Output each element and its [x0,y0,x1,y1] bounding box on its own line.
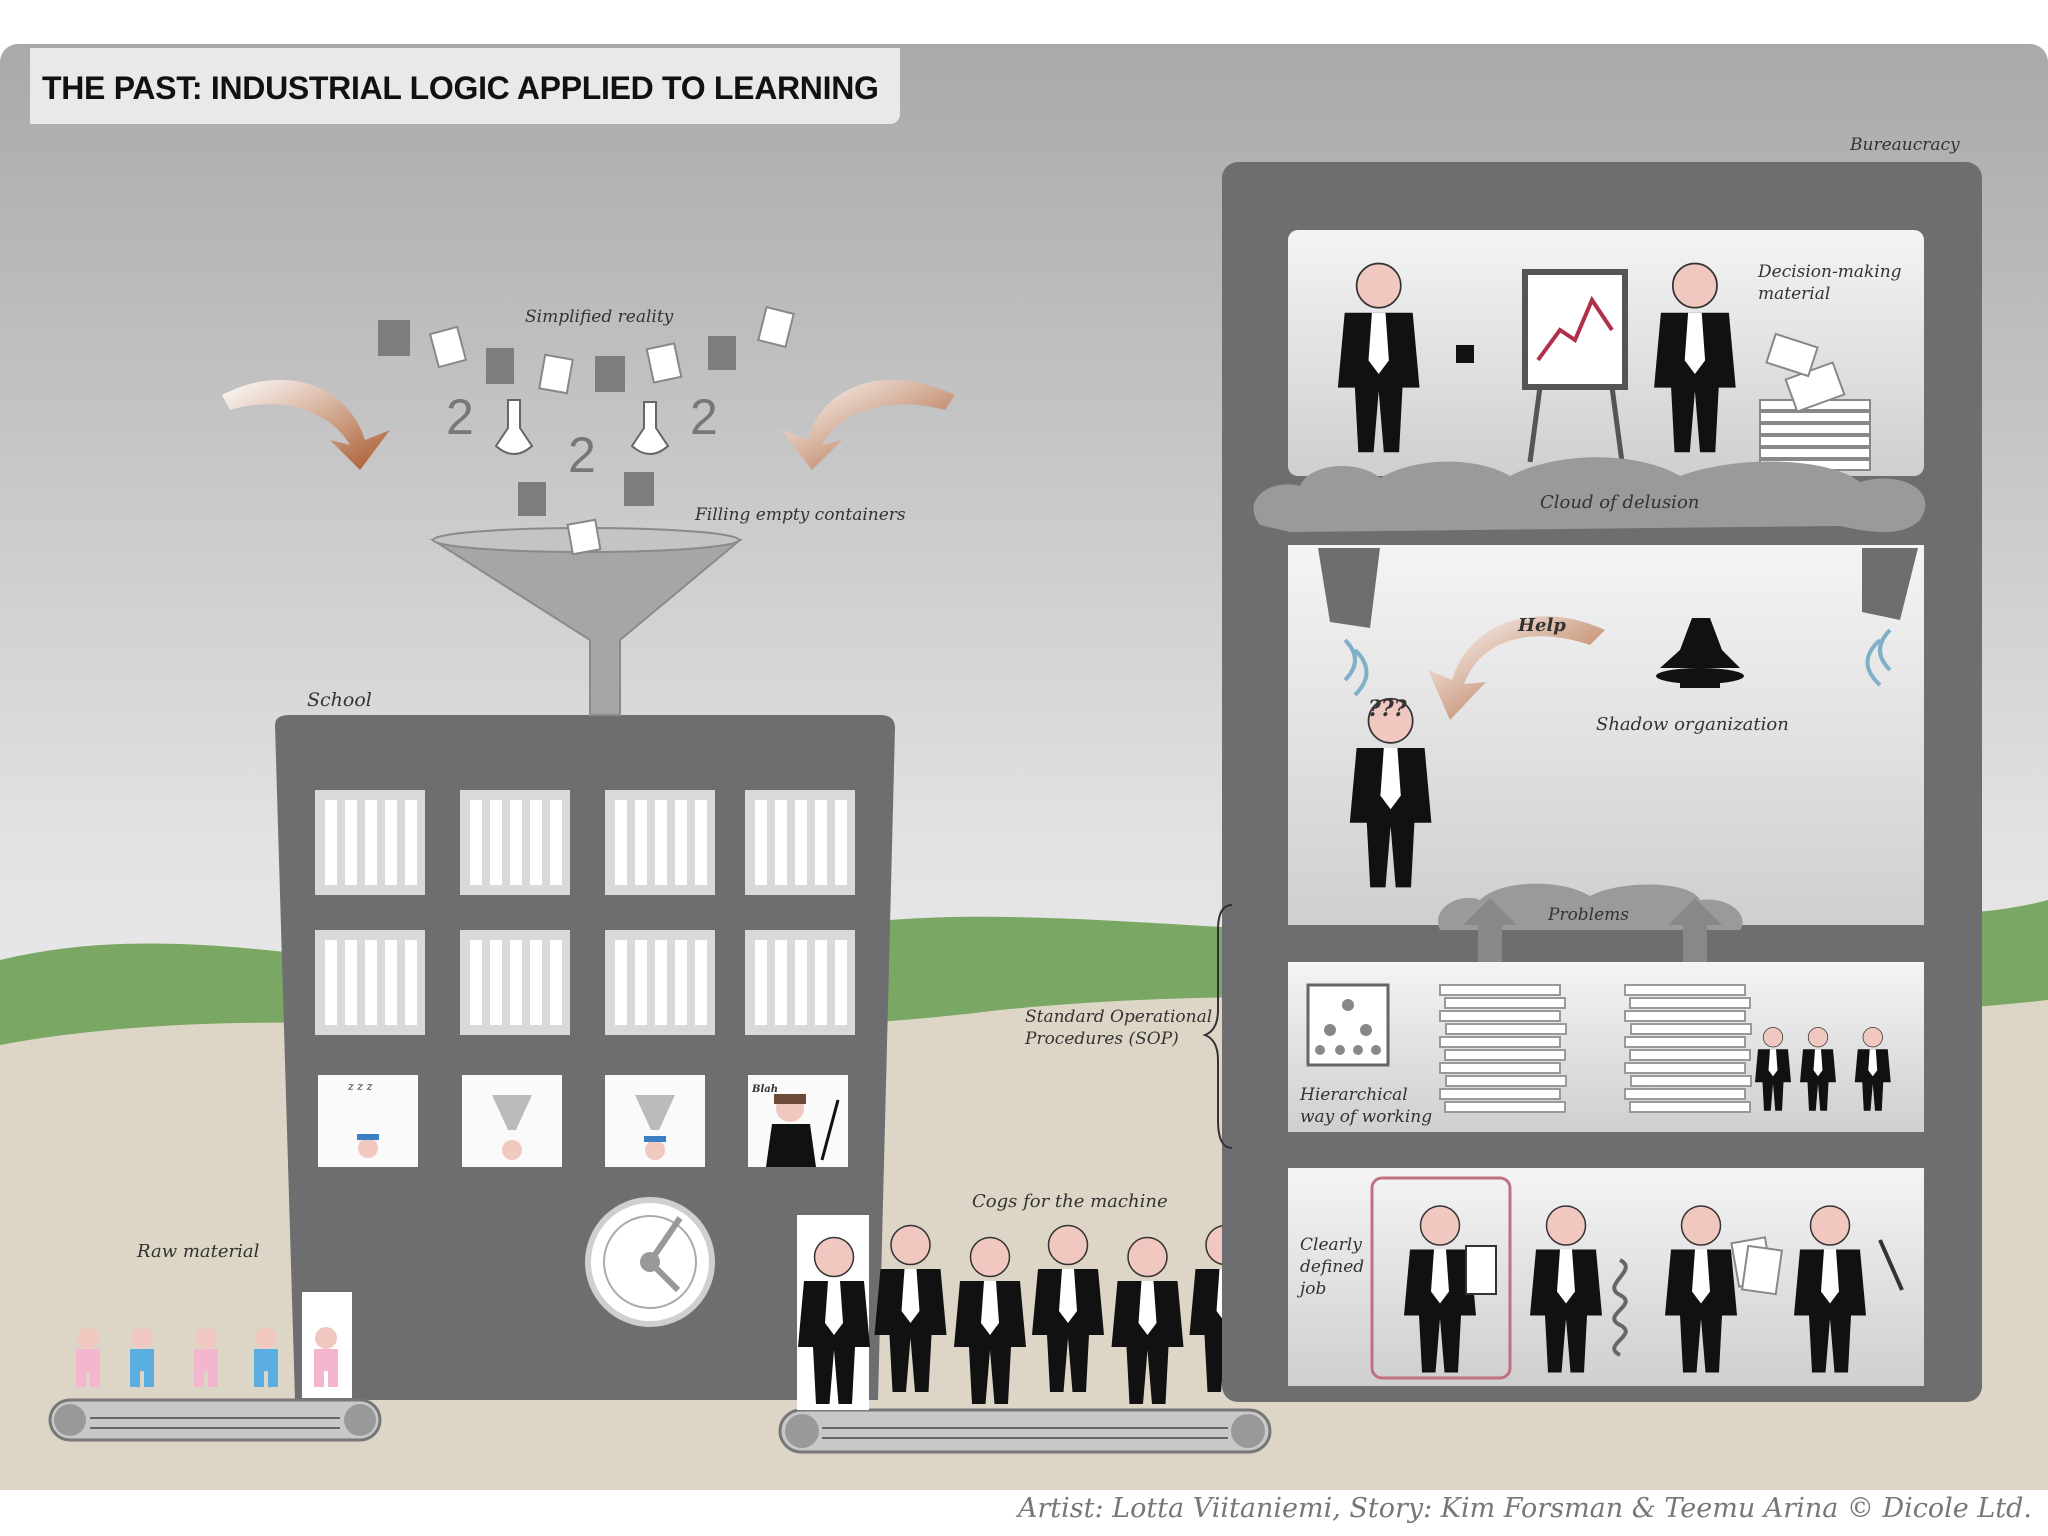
clearly-defined-label-3: job [1296,1279,1326,1299]
job-frame [1370,1176,1512,1380]
baton-icon [1878,1239,1904,1291]
digit-2c: 2 [690,389,718,445]
shadow-label: Shadow organization [1596,714,1789,735]
classroom-windows [318,1075,848,1167]
decision-label-1: Decision-making [1757,262,1902,282]
paper-stack-icon [1759,332,1871,471]
window-bars [325,800,847,1025]
digit-2b: 2 [568,427,596,483]
hierarchical-label-2: way of working [1300,1107,1432,1127]
cogs-label: Cogs for the machine [972,1191,1168,1212]
spring-icon [1612,1258,1628,1357]
sop-paper-stacks [1439,984,1752,1113]
credit-line: Artist: Lotta Viitaniemi, Story: Kim For… [1017,1493,2032,1524]
blah-text: Blah [751,1084,778,1095]
spotlight-waves [1343,628,1892,697]
bureaucracy-label: Bureaucracy [1849,135,1960,155]
clearly-defined-label-1: Clearly [1300,1235,1362,1255]
cogs-conveyor [778,1408,1272,1454]
raw-material-conveyor [48,1398,382,1442]
problems-label: Problems [1547,905,1629,925]
school-label: School [307,689,372,711]
problems-cloud [1438,883,1743,930]
filling-containers-label: Filling empty containers [694,505,906,525]
coffee-cup-icon [1456,345,1474,363]
simplified-reality-label: Simplified reality [525,307,674,327]
digit-2a: 2 [446,389,474,445]
kids-group [76,1292,352,1398]
sop-label-2: Procedures (SOP) [1024,1029,1179,1049]
org-chart-icon [1306,983,1390,1067]
clock-icon [585,1197,715,1327]
help-arrow-icon [1428,616,1605,720]
up-arrows [1463,898,1722,962]
raw-material-label: Raw material [136,1241,260,1262]
right-curved-arrow-icon [782,379,955,470]
left-curved-arrow-icon [222,379,390,470]
shadow-figure-icon [1656,618,1744,688]
flask-icons [494,399,670,455]
document-sign [1465,1245,1497,1295]
decision-label-2: material [1758,284,1830,304]
hierarchical-label-1: Hierarchical [1299,1085,1408,1105]
help-label: Help [1517,615,1566,636]
question-marks: ??? [1368,696,1408,722]
sop-label-1: Standard Operational [1025,1007,1212,1027]
zzz-text: z z z [347,1080,373,1093]
clearly-defined-label-2: defined [1300,1257,1364,1277]
title-box [30,48,900,124]
spotlights [1318,548,1918,628]
sop-brace [1202,904,1233,1149]
chart-board-icon [1522,269,1628,463]
cloud-of-delusion [1253,457,1926,533]
cloud-label: Cloud of delusion [1540,492,1699,513]
cogs-people [797,1215,1263,1410]
small-workers [1754,1027,1892,1112]
falling-items [378,320,736,516]
papers-held [1730,1236,1784,1296]
page-title: THE PAST: INDUSTRIAL LOGIC APPLIED TO LE… [42,70,879,106]
paper-icons [428,305,795,556]
